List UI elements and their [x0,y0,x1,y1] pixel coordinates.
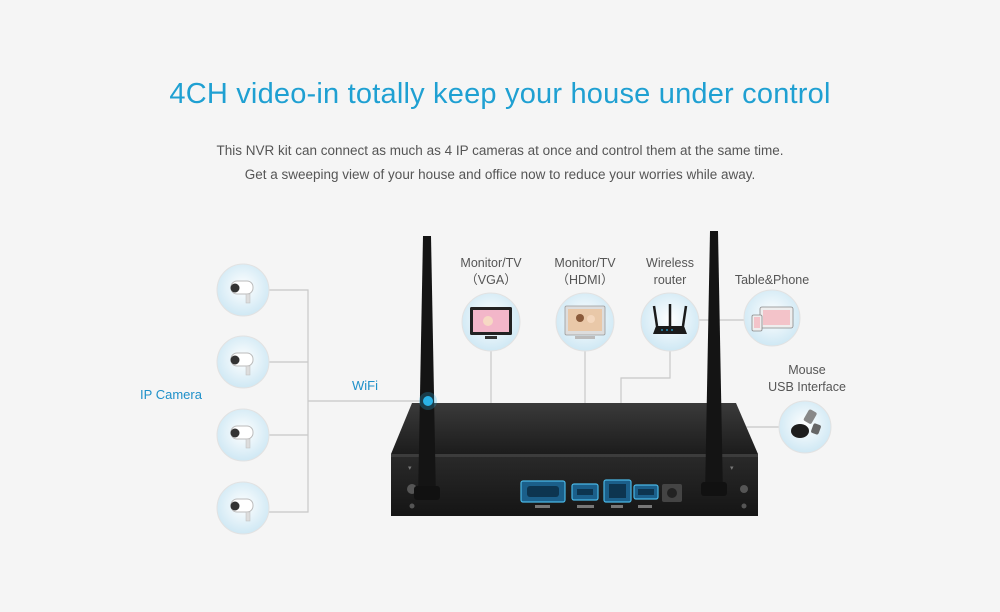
monitor-vga-label-line2: （VGA） [465,273,517,287]
antenna-left [414,236,440,500]
monitor-hdmi-label: Monitor/TV （HDMI） [540,255,630,289]
monitor-hdmi-label-line2: （HDMI） [556,273,614,287]
mouse-usb-label-line2: USB Interface [768,380,846,394]
monitor-vga-label: Monitor/TV （VGA） [446,255,536,289]
wifi-indicator-icon [423,396,433,406]
page-title: 4CH video-in totally keep your house und… [169,78,831,110]
ip-camera-label: IP Camera [140,387,202,402]
ip-camera-4 [216,481,270,535]
mouse-usb-label-line1: Mouse [788,363,826,377]
mouse-icon [778,400,832,454]
wifi-label: WiFi [352,378,378,393]
description-line-1: This NVR kit can connect as much as 4 IP… [216,143,784,158]
ip-camera-1 [216,263,270,317]
nvr-recorder: ▾ ▾ [391,403,758,516]
monitor-vga-label-line1: Monitor/TV [460,256,522,270]
wireless-router-label-line2: router [653,273,687,287]
lan-port-icon [603,479,632,508]
ip-camera-3 [216,408,270,462]
wireless-router-icon [640,292,700,352]
wireless-router-label-line1: Wireless [646,256,694,270]
usb-port-icon [633,484,659,508]
wireless-router-label: Wireless router [630,255,710,289]
tablet-phone-label: Table&Phone [734,273,810,287]
monitor-vga-icon [461,292,521,352]
mouse-usb-label: Mouse USB Interface [752,362,862,396]
monitor-hdmi-icon [555,292,615,352]
tablet-phone-icon [743,289,801,347]
dc-power-port-icon [662,484,682,502]
vga-port-icon [520,480,566,508]
svg-text:▾: ▾ [408,465,412,472]
ip-camera-2 [216,335,270,389]
svg-text:▾: ▾ [730,465,734,472]
antenna-right [701,231,727,496]
monitor-hdmi-label-line1: Monitor/TV [554,256,616,270]
description-line-2: Get a sweeping view of your house and of… [244,167,756,182]
hdmi-port-icon [571,483,599,508]
